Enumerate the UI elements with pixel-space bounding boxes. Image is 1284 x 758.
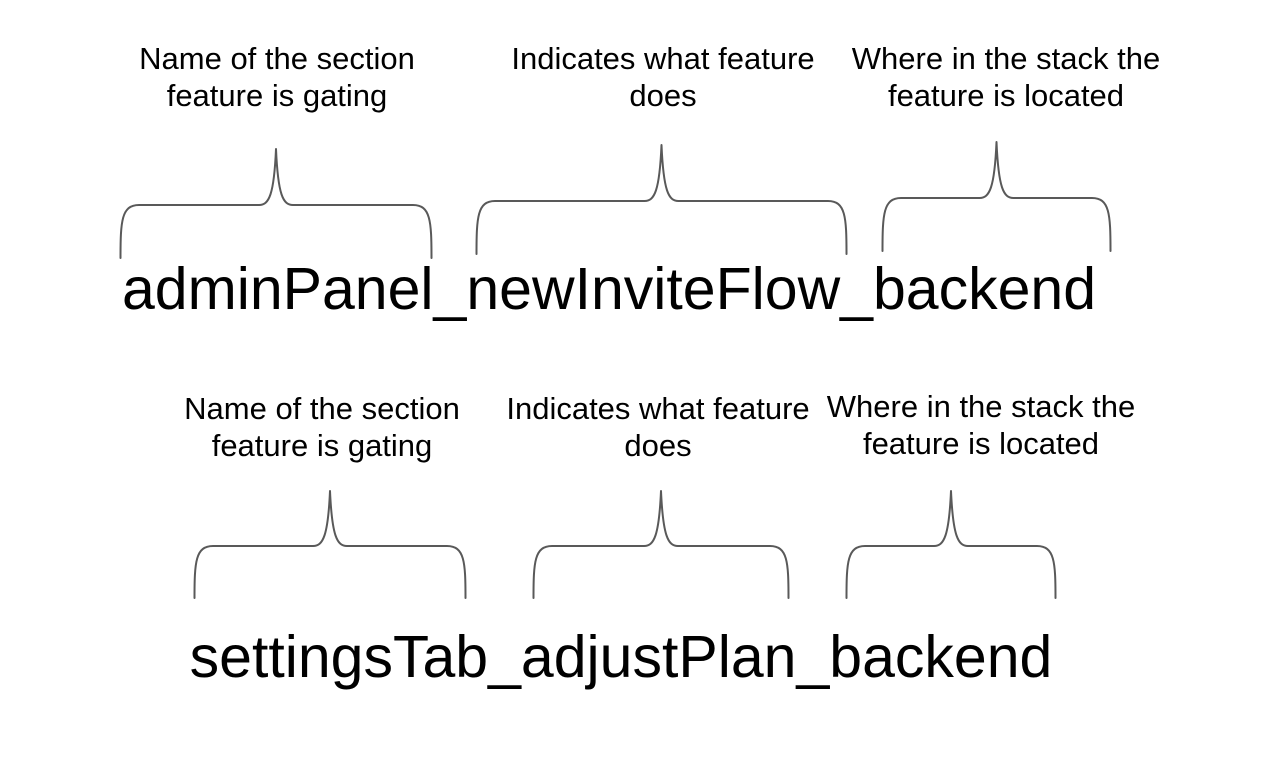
annotation-line: feature is gating: [211, 428, 433, 463]
annotation-section-name: Name of the section feature is gating: [57, 40, 497, 114]
annotation-line: Name of the section: [184, 391, 460, 426]
curly-brace-icon: [881, 141, 1112, 252]
curly-brace-icon: [532, 490, 790, 599]
annotation-line: Where in the stack the: [851, 41, 1161, 76]
curly-brace-icon: [193, 490, 467, 599]
annotation-line: does: [629, 78, 697, 113]
curly-brace-icon: [845, 490, 1057, 599]
curly-brace-icon: [475, 144, 848, 255]
annotation-feature-purpose: Indicates what feature does: [438, 390, 878, 464]
annotation-stack-location: Where in the stack the feature is locate…: [786, 40, 1226, 114]
annotation-stack-location: Where in the stack the feature is locate…: [761, 388, 1201, 462]
annotation-line: Indicates what feature: [511, 41, 815, 76]
curly-brace-icon: [119, 148, 433, 259]
annotation-line: Indicates what feature: [506, 391, 810, 426]
flag-name-text: adminPanel_newInviteFlow_backend: [121, 256, 1097, 322]
annotation-line: Name of the section: [139, 41, 415, 76]
annotation-line: Where in the stack the: [826, 389, 1136, 424]
annotation-line: feature is gating: [166, 78, 388, 113]
annotation-line: feature is located: [887, 78, 1125, 113]
flag-name-text: settingsTab_adjustPlan_backend: [189, 624, 1053, 690]
annotation-feature-purpose: Indicates what feature does: [443, 40, 883, 114]
annotation-line: does: [624, 428, 692, 463]
annotation-section-name: Name of the section feature is gating: [102, 390, 542, 464]
annotation-line: feature is located: [862, 426, 1100, 461]
